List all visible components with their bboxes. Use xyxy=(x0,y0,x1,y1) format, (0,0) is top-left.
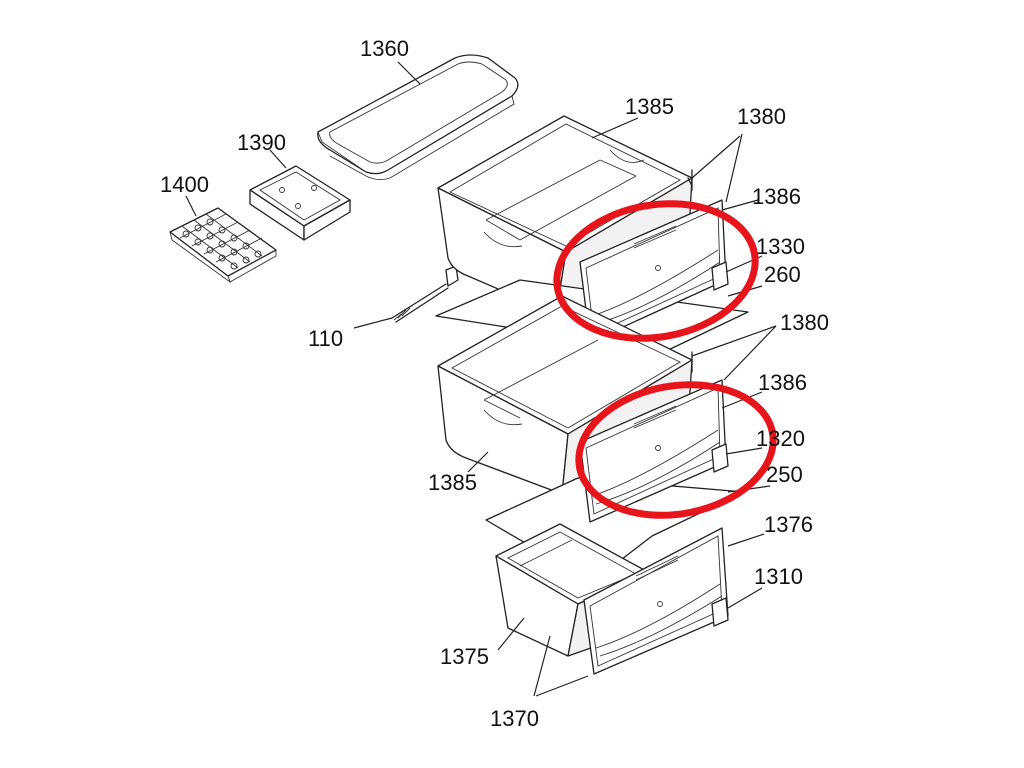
label-1380-lower: 1380 xyxy=(780,310,829,335)
label-1386-lower: 1386 xyxy=(758,370,807,395)
highlight-ring-upper xyxy=(553,200,759,342)
label-1375: 1375 xyxy=(440,644,489,669)
label-1400: 1400 xyxy=(160,172,209,197)
part-1400-egg-tray xyxy=(169,207,277,284)
part-1320-tag xyxy=(711,443,729,473)
label-1380-upper: 1380 xyxy=(737,104,786,129)
label-1370: 1370 xyxy=(490,706,539,731)
leader-lines xyxy=(185,61,777,697)
highlight-ring-lower xyxy=(575,381,777,519)
label-1385-upper: 1385 xyxy=(625,94,674,119)
label-110: 110 xyxy=(308,326,343,351)
label-260: 260 xyxy=(764,262,801,287)
part-110-pin xyxy=(391,265,459,323)
label-1376: 1376 xyxy=(764,512,813,537)
part-1390-box xyxy=(249,165,351,241)
label-1385-lower: 1385 xyxy=(428,470,477,495)
label-1390: 1390 xyxy=(237,130,286,155)
label-1310: 1310 xyxy=(754,564,803,589)
label-1330: 1330 xyxy=(756,234,805,259)
part-1310-tag xyxy=(711,597,729,627)
label-1320: 1320 xyxy=(756,426,805,451)
part-1330-tag xyxy=(711,261,729,291)
label-1386-upper: 1386 xyxy=(752,184,801,209)
label-250: 250 xyxy=(766,462,803,487)
part-1360-tray xyxy=(317,54,519,181)
label-1360: 1360 xyxy=(360,36,409,61)
part-1376-bottom-front xyxy=(583,527,729,675)
